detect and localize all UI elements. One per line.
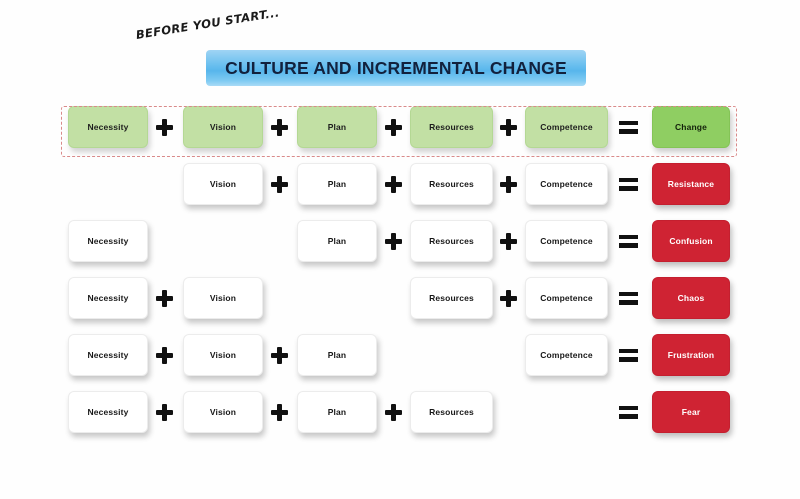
before-you-start-note: BEFORE YOU START... xyxy=(134,5,281,42)
plus-icon xyxy=(267,334,291,376)
component-box-vision[interactable]: Vision xyxy=(183,163,263,205)
equals-glyph xyxy=(618,291,638,305)
plus-icon xyxy=(496,220,520,262)
plus-glyph xyxy=(155,289,173,307)
plus-glyph xyxy=(384,403,402,421)
component-box-competence[interactable]: Competence xyxy=(525,163,608,205)
equals-glyph xyxy=(618,177,638,191)
plus-glyph xyxy=(499,175,517,193)
plus-glyph xyxy=(499,118,517,136)
component-box-resources[interactable]: Resources xyxy=(410,277,493,319)
equals-glyph xyxy=(618,348,638,362)
component-box-vision[interactable]: Vision xyxy=(183,277,263,319)
plus-glyph xyxy=(155,403,173,421)
plus-icon xyxy=(267,391,291,433)
plus-icon xyxy=(496,277,520,319)
plus-icon xyxy=(381,391,405,433)
equals-glyph xyxy=(618,234,638,248)
component-box-necessity[interactable]: Necessity xyxy=(68,277,148,319)
plus-icon xyxy=(152,277,176,319)
component-box-resources[interactable]: Resources xyxy=(410,163,493,205)
plus-glyph xyxy=(270,118,288,136)
outcome-box-change[interactable]: Change xyxy=(652,106,730,148)
plus-icon xyxy=(496,163,520,205)
plus-glyph xyxy=(499,232,517,250)
component-box-plan[interactable]: Plan xyxy=(297,106,377,148)
plus-glyph xyxy=(384,175,402,193)
outcome-box-fear[interactable]: Fear xyxy=(652,391,730,433)
equals-icon xyxy=(616,277,640,319)
outcome-box-frustration[interactable]: Frustration xyxy=(652,334,730,376)
plus-icon xyxy=(267,163,291,205)
component-box-competence[interactable]: Competence xyxy=(525,277,608,319)
plus-icon xyxy=(152,106,176,148)
component-box-competence[interactable]: Competence xyxy=(525,334,608,376)
equals-icon xyxy=(616,106,640,148)
component-box-vision[interactable]: Vision xyxy=(183,106,263,148)
plus-glyph xyxy=(270,346,288,364)
formula-row: Vision Plan Resources Competence Resistance xyxy=(0,157,800,214)
plus-glyph xyxy=(384,118,402,136)
formula-row: Necessity Vision Plan Competence Frustration xyxy=(0,328,800,385)
formula-row: Necessity Plan Resources Competence Confusio… xyxy=(0,214,800,271)
page-title: CULTURE AND INCREMENTAL CHANGE xyxy=(225,57,567,78)
equals-glyph xyxy=(618,405,638,419)
outcome-box-resistance[interactable]: Resistance xyxy=(652,163,730,205)
component-box-necessity[interactable]: Necessity xyxy=(68,220,148,262)
formula-row: Necessity Vision Plan Resources Competence Ch… xyxy=(0,100,800,157)
component-box-resources[interactable]: Resources xyxy=(410,106,493,148)
component-box-plan[interactable]: Plan xyxy=(297,163,377,205)
equals-icon xyxy=(616,163,640,205)
plus-icon xyxy=(267,106,291,148)
equals-icon xyxy=(616,334,640,376)
plus-glyph xyxy=(384,232,402,250)
plus-glyph xyxy=(155,118,173,136)
outcome-box-chaos[interactable]: Chaos xyxy=(652,277,730,319)
equals-icon xyxy=(616,220,640,262)
component-box-competence[interactable]: Competence xyxy=(525,220,608,262)
plus-glyph xyxy=(270,175,288,193)
equals-glyph xyxy=(618,120,638,134)
component-box-plan[interactable]: Plan xyxy=(297,220,377,262)
component-box-necessity[interactable]: Necessity xyxy=(68,106,148,148)
plus-glyph xyxy=(155,346,173,364)
component-box-necessity[interactable]: Necessity xyxy=(68,334,148,376)
plus-icon xyxy=(381,163,405,205)
plus-icon xyxy=(152,334,176,376)
component-box-necessity[interactable]: Necessity xyxy=(68,391,148,433)
component-box-resources[interactable]: Resources xyxy=(410,391,493,433)
title-banner: CULTURE AND INCREMENTAL CHANGE xyxy=(206,50,586,86)
plus-icon xyxy=(496,106,520,148)
component-box-plan[interactable]: Plan xyxy=(297,391,377,433)
plus-icon xyxy=(381,106,405,148)
formula-row: Necessity Vision Resources Competence Chaos xyxy=(0,271,800,328)
plus-icon xyxy=(381,220,405,262)
component-box-competence[interactable]: Competence xyxy=(525,106,608,148)
equals-icon xyxy=(616,391,640,433)
component-box-plan[interactable]: Plan xyxy=(297,334,377,376)
outcome-box-confusion[interactable]: Confusion xyxy=(652,220,730,262)
plus-glyph xyxy=(270,403,288,421)
component-box-resources[interactable]: Resources xyxy=(410,220,493,262)
component-box-vision[interactable]: Vision xyxy=(183,334,263,376)
formula-row: Necessity Vision Plan Resources Fear xyxy=(0,385,800,442)
plus-icon xyxy=(152,391,176,433)
plus-glyph xyxy=(499,289,517,307)
component-box-vision[interactable]: Vision xyxy=(183,391,263,433)
